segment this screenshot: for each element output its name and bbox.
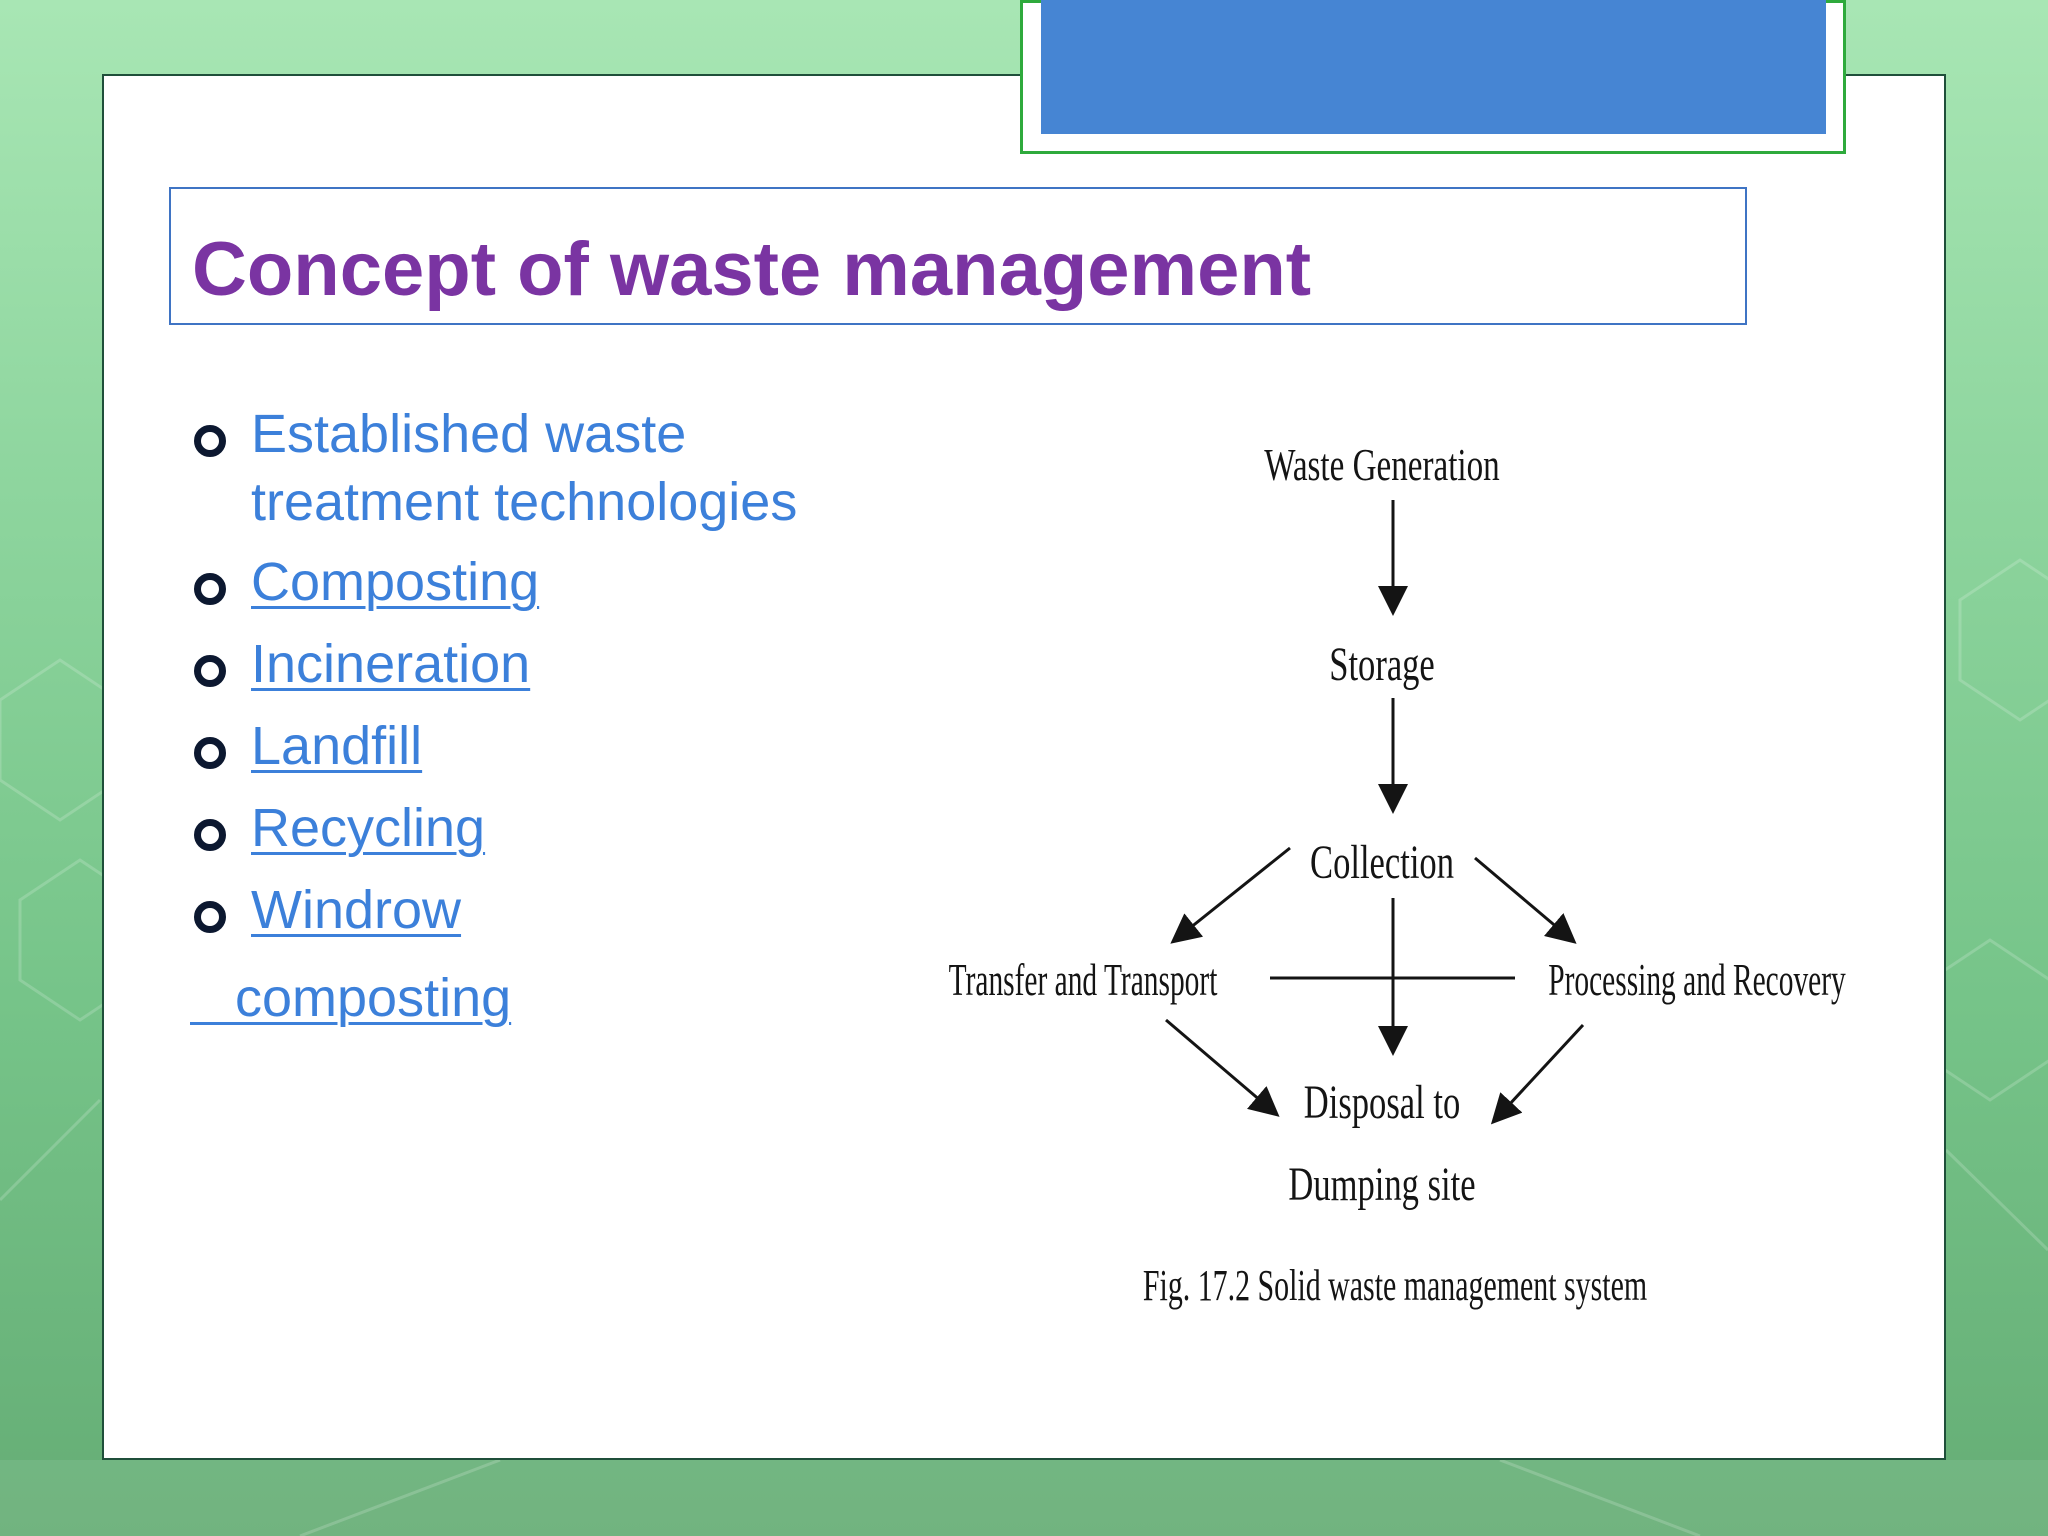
waste-management-flow-diagram: Waste Generation Storage Collection Tran…	[949, 439, 1847, 1311]
recycling-link[interactable]: Recycling	[251, 798, 486, 858]
node-storage: Storage	[1329, 639, 1435, 692]
slide-title: Concept of waste management	[192, 227, 1312, 312]
bullet-circle-icon	[194, 573, 226, 605]
bullet-circle-icon	[194, 901, 226, 933]
node-transfer-and-transport: Transfer and Transport	[949, 956, 1218, 1006]
arrow-transfer-disposal	[1165, 1018, 1280, 1117]
bullet-text-line: Established waste	[251, 404, 687, 464]
composting-link[interactable]: Composting	[251, 552, 540, 612]
arrow-collection-transfer	[1170, 846, 1291, 944]
node-disposal-line-1: Disposal to	[1304, 1077, 1460, 1130]
node-disposal-line-2: Dumping site	[1288, 1159, 1475, 1212]
title-box	[169, 187, 1747, 325]
windrow-composting-link-continuation[interactable]: composting	[190, 968, 512, 1028]
bullet-circle-icon	[194, 425, 226, 457]
node-waste-generation: Waste Generation	[1264, 439, 1500, 491]
slide-card	[102, 74, 1946, 1460]
node-collection: Collection	[1310, 837, 1454, 890]
node-processing-and-recovery: Processing and Recovery	[1548, 956, 1846, 1006]
figure-caption: Fig. 17.2 Solid waste management system	[1143, 1261, 1647, 1310]
incineration-link[interactable]: Incineration	[251, 634, 531, 694]
arrow-collection-processing	[1474, 856, 1577, 944]
accent-tab-fill	[1041, 0, 1826, 134]
arrow-processing-disposal	[1490, 1023, 1585, 1125]
bullet-text-line: treatment technologies	[251, 472, 798, 532]
bullet-circle-icon	[194, 819, 226, 851]
bullet-circle-icon	[194, 737, 226, 769]
bullet-circle-icon	[194, 655, 226, 687]
windrow-link[interactable]: Windrow	[251, 880, 462, 940]
landfill-link[interactable]: Landfill	[251, 716, 423, 776]
